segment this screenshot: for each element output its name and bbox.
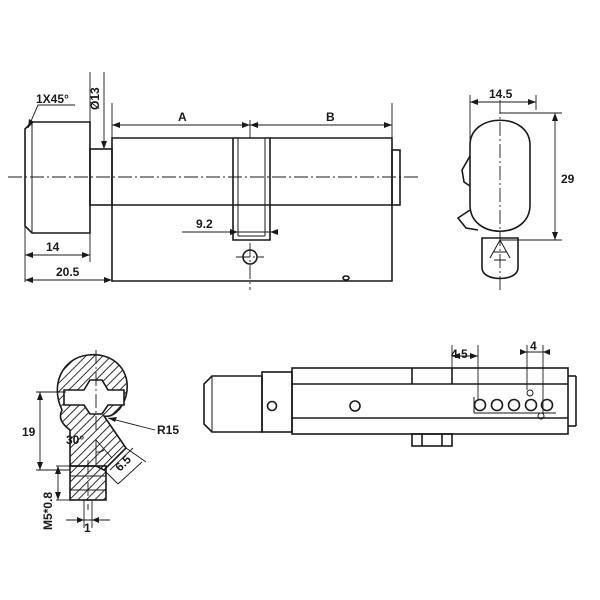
cam-angle-label: 30° <box>66 433 84 447</box>
cylinder-profile <box>469 119 531 233</box>
cam-slot <box>232 138 271 241</box>
knob-length-label: 14 <box>46 240 60 254</box>
thread-offset-label: 1 <box>84 521 91 535</box>
front-view: 1X45° Ø13 A B 14 20.5 9.2 <box>8 72 420 290</box>
height-label: 29 <box>561 172 575 186</box>
total-knob-length-label: 20.5 <box>56 265 80 279</box>
bottom-view: 4.5 4 <box>203 339 577 447</box>
chamfer-label: 1X45° <box>36 92 69 106</box>
pin-offset-label: 4.5 <box>451 347 468 361</box>
bottom-knob <box>203 375 263 433</box>
section-height-label: 19 <box>22 425 36 439</box>
dim-a-label: A <box>178 110 187 124</box>
radius-label: R15 <box>157 423 179 437</box>
dim-b-label: B <box>326 110 335 124</box>
knob-diameter-label: Ø13 <box>88 87 102 110</box>
section-view: 19 30° R15 6.5 M5*0.8 1 <box>22 350 179 535</box>
cylinder-body <box>111 137 393 282</box>
width-label: 14.5 <box>489 87 513 101</box>
bottom-cam <box>411 433 453 447</box>
thread-label: M5*0.8 <box>41 492 55 530</box>
pin-pitch-label: 4 <box>530 339 537 353</box>
keyway <box>63 379 125 415</box>
side-cam <box>481 237 519 280</box>
thumb-turn-knob <box>24 121 91 234</box>
cam-offset-label: 9.2 <box>196 217 213 231</box>
side-view: 14.5 29 <box>456 87 575 290</box>
